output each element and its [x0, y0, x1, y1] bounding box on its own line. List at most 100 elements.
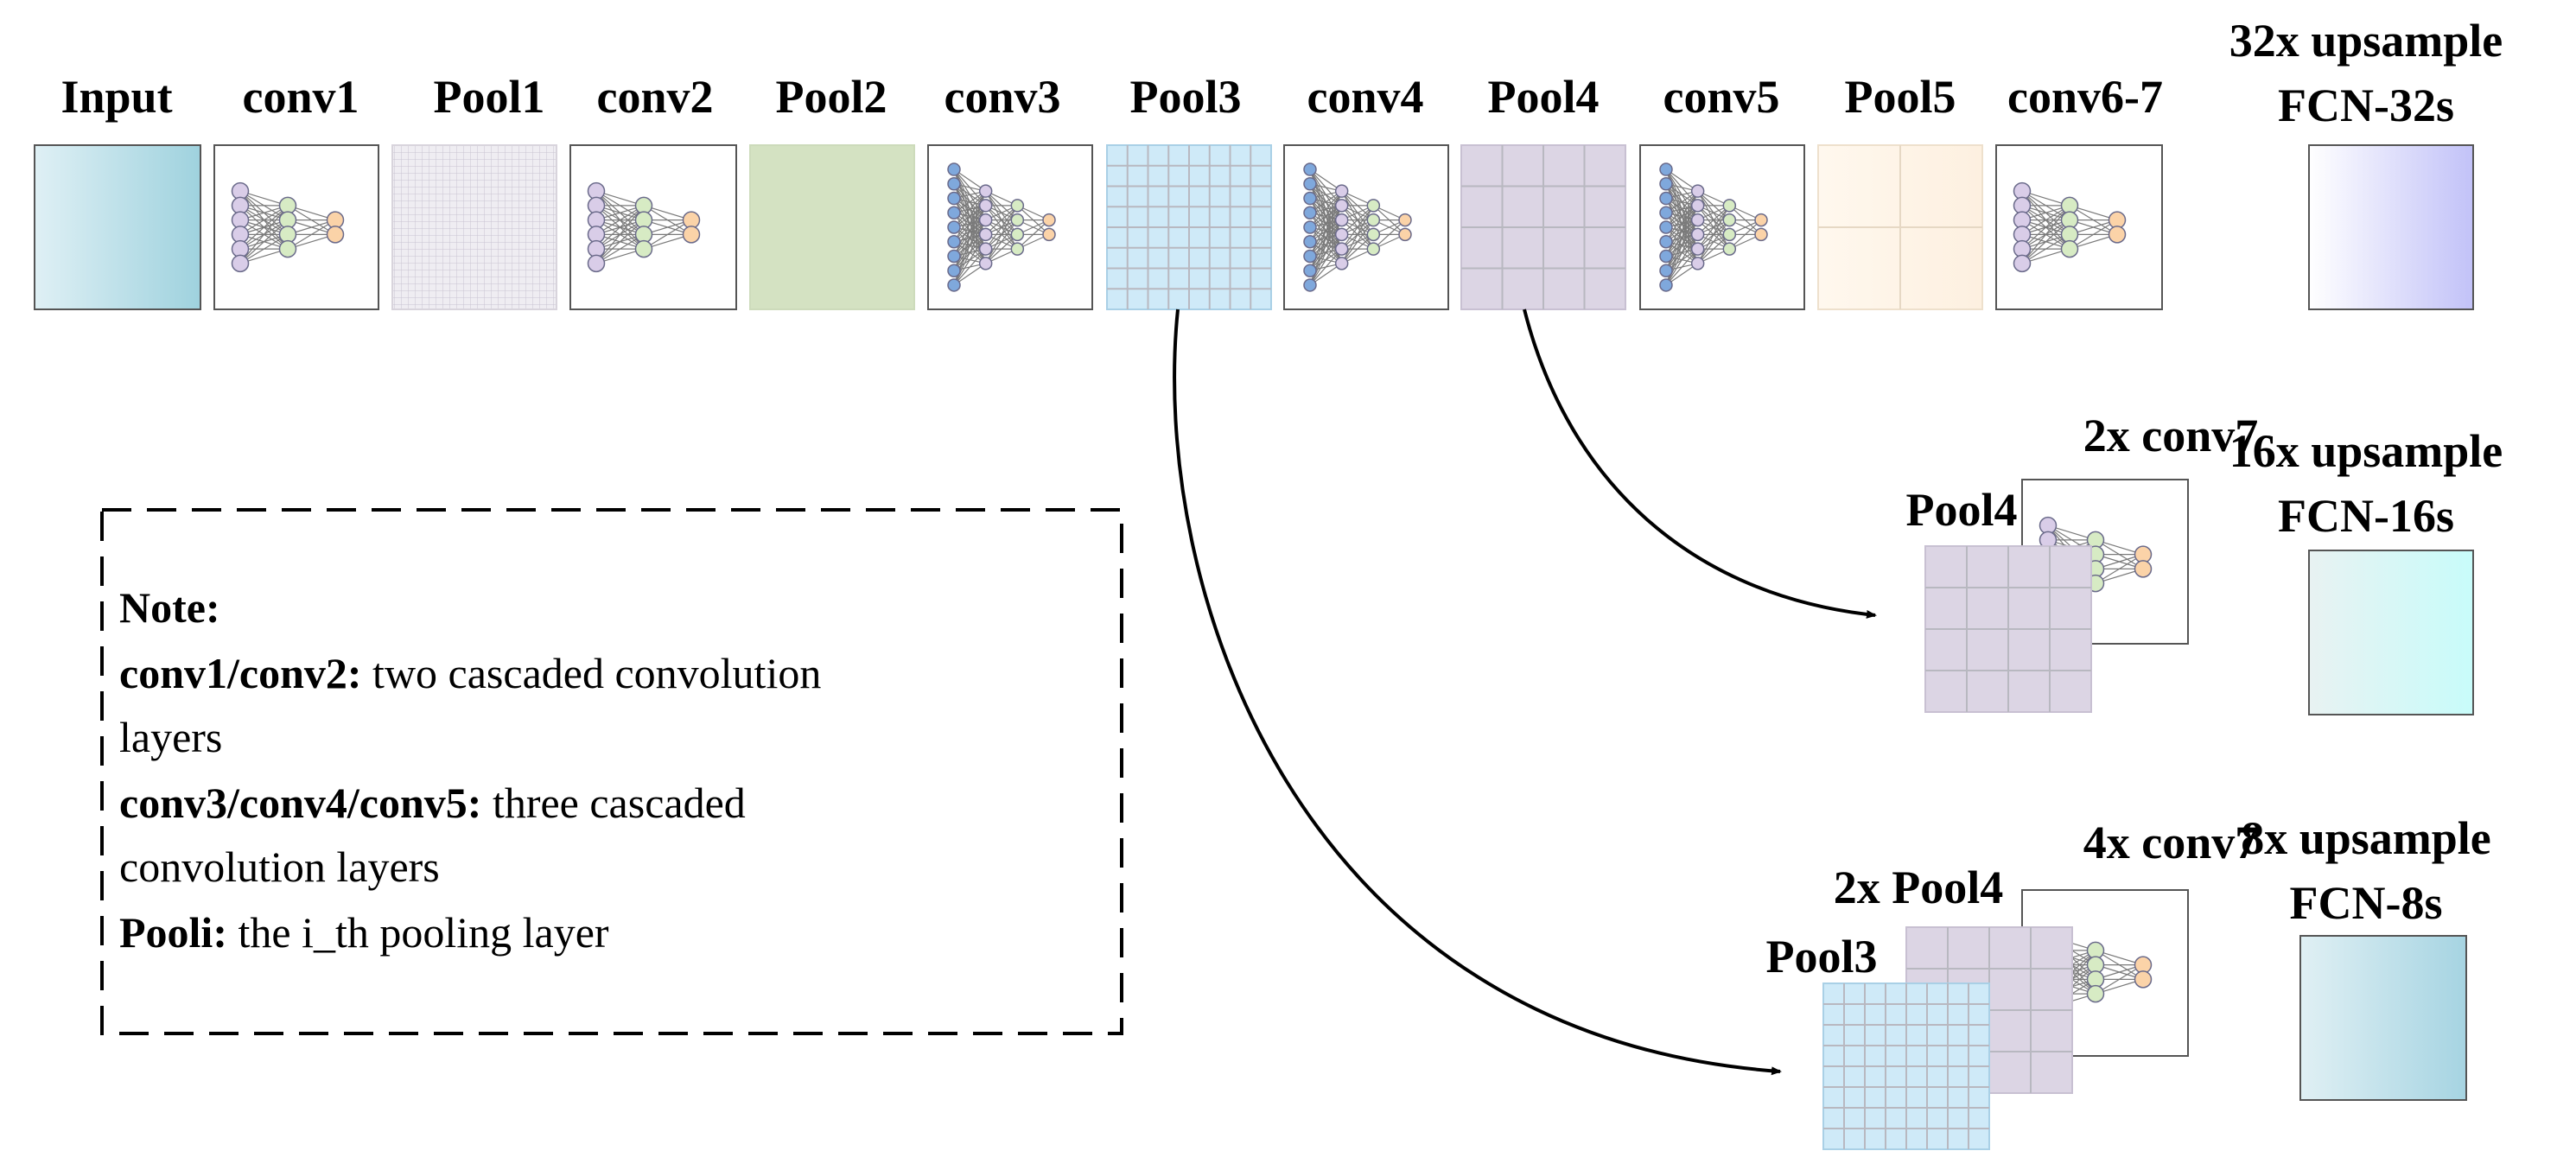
nn-node — [1303, 264, 1317, 277]
neural-network-icon — [2013, 181, 2127, 273]
nn-node — [1334, 227, 1349, 242]
pool1-box — [391, 144, 557, 310]
nn-node — [1010, 242, 1025, 256]
nn-edge — [1728, 219, 1762, 250]
conv3-box — [927, 144, 1093, 310]
note-line-5: Pooli: the i_th pooling layer — [119, 908, 609, 957]
nn-edge — [239, 205, 289, 250]
top-labels: Input conv1 Pool1 conv2 Pool2 conv3 Pool… — [60, 15, 2503, 131]
neural-network-icon — [587, 181, 701, 273]
nn-edge — [2021, 205, 2070, 264]
nn-edge — [595, 205, 645, 235]
arrow-pool4-to-fcn16 — [1523, 308, 1877, 619]
nn-edge — [1341, 219, 1374, 264]
nn-edge — [953, 190, 987, 228]
nn-node — [1303, 206, 1317, 220]
arrow-pool3-to-fcn8 — [1173, 308, 1782, 1076]
nn-edge — [2021, 205, 2070, 235]
nn-edge — [1016, 219, 1050, 250]
note-line-4: convolution layers — [119, 843, 440, 891]
nn-node — [2013, 254, 2032, 273]
nn-edge — [953, 248, 987, 286]
nn-edge — [1309, 248, 1343, 286]
nn-node — [1010, 213, 1025, 227]
nn-node — [1334, 199, 1349, 213]
nn-edge — [985, 205, 1018, 250]
nn-edge — [239, 205, 289, 235]
neural-network-icon — [1659, 162, 1768, 292]
nn-node — [2108, 226, 2127, 244]
nn-node — [1754, 227, 1768, 242]
conv6-7-box — [1995, 144, 2163, 310]
nn-node — [1659, 234, 1673, 249]
nn-edge — [1665, 190, 1699, 228]
note-title: Note: — [119, 583, 220, 632]
label-conv2: conv2 — [597, 71, 714, 123]
nn-node — [1303, 220, 1317, 234]
fcn-16s-output-box — [2308, 550, 2474, 715]
nn-node — [1303, 191, 1317, 206]
conv2-box — [569, 144, 737, 310]
nn-node — [1722, 227, 1737, 242]
nn-node — [1303, 249, 1317, 264]
nn-edge — [1697, 205, 1730, 250]
label-pool5: Pool5 — [1845, 71, 1956, 123]
note-box: Note: conv1/conv2: two cascaded convolut… — [100, 508, 1123, 1035]
nn-node — [1398, 213, 1412, 227]
nn-edge — [953, 234, 987, 286]
nn-edge — [953, 190, 987, 243]
label-2x-pool4: 2x Pool4 — [1834, 862, 2004, 913]
nn-node — [2134, 970, 2153, 989]
nn-node — [1010, 227, 1025, 242]
nn-node — [1659, 220, 1673, 234]
nn-node — [231, 254, 250, 273]
nn-edge — [2095, 964, 2144, 995]
nn-edge — [1309, 190, 1343, 243]
nn-edge — [985, 205, 1018, 264]
nn-node — [1366, 199, 1381, 213]
nn-node — [1366, 213, 1381, 227]
nn-edge — [239, 233, 289, 264]
label-fcn-8s: FCN-8s — [2290, 877, 2443, 929]
pool2-box — [749, 144, 915, 310]
nn-edge — [2069, 219, 2118, 250]
label-2x-conv7: 2x conv7 — [2083, 410, 2259, 461]
neural-network-icon — [231, 181, 345, 273]
nn-node — [1690, 257, 1705, 270]
nn-node — [1659, 278, 1673, 292]
label-pool1: Pool1 — [434, 71, 545, 123]
label-conv1: conv1 — [243, 71, 359, 123]
nn-node — [2134, 560, 2153, 578]
pool4-box — [1460, 144, 1626, 310]
nn-node — [1659, 206, 1673, 220]
label-conv6-7: conv6-7 — [2007, 71, 2163, 123]
label-16x-upsample: 16x upsample — [2229, 425, 2503, 477]
nn-node — [1722, 213, 1737, 227]
nn-node — [947, 249, 961, 264]
nn-edge — [1372, 219, 1406, 250]
label-4x-conv7: 4x conv7 — [2083, 817, 2259, 868]
nn-node — [1722, 242, 1737, 256]
nn-node — [1659, 177, 1673, 191]
nn-node — [1334, 184, 1349, 198]
neural-network-icon — [947, 162, 1056, 292]
nn-edge — [1341, 205, 1374, 235]
conv1-box — [213, 144, 379, 310]
nn-node — [978, 227, 993, 242]
nn-node — [1722, 199, 1737, 213]
nn-node — [1303, 162, 1317, 176]
nn-node — [947, 191, 961, 206]
nn-node — [947, 177, 961, 191]
nn-edge — [2021, 205, 2070, 250]
nn-edge — [2095, 554, 2144, 584]
label-pool2: Pool2 — [776, 71, 887, 123]
fcn16-pool4-box — [1924, 545, 2092, 713]
label-pool3-8s: Pool3 — [1766, 931, 1878, 982]
nn-node — [1042, 213, 1056, 227]
nn-node — [947, 234, 961, 249]
note-line-3: conv3/conv4/conv5: three cascaded — [119, 779, 746, 827]
nn-node — [1690, 184, 1705, 198]
nn-edge — [1309, 190, 1343, 228]
label-fcn-16s: FCN-16s — [2278, 490, 2454, 542]
